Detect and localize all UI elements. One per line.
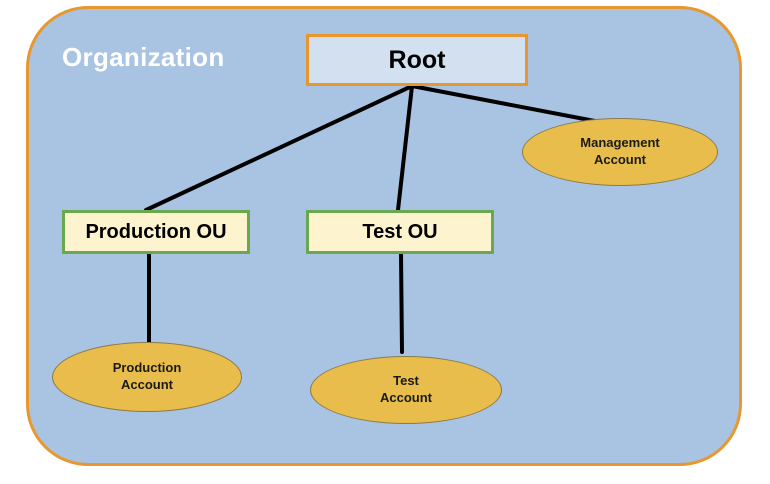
test-account-node: Test Account bbox=[310, 356, 502, 424]
connector-root-to-test-ou bbox=[396, 84, 414, 212]
connector-root-to-management-account bbox=[410, 84, 602, 124]
management-account-node: Management Account bbox=[522, 118, 718, 186]
test-ou-node: Test OU bbox=[306, 210, 494, 254]
organization-label: Organization bbox=[62, 42, 225, 72]
production-account-node: Production Account bbox=[52, 342, 242, 412]
connector-test-ou-to-account bbox=[399, 252, 404, 354]
connector-root-to-production-ou bbox=[144, 84, 414, 212]
root-node: Root bbox=[306, 34, 528, 86]
production-ou-node: Production OU bbox=[62, 210, 250, 254]
